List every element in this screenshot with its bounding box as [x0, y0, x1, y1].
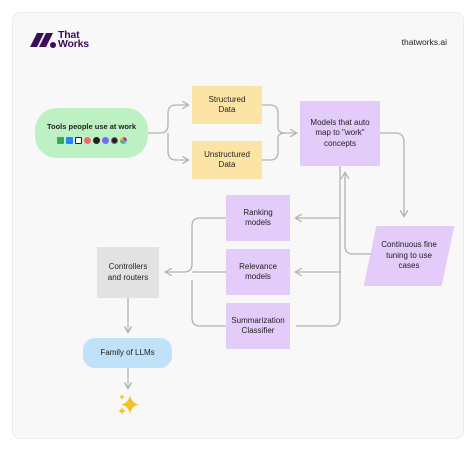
tools-label: Tools people use at work	[46, 122, 137, 132]
edge-structured-models	[262, 104, 296, 133]
salesforce-icon	[110, 136, 118, 144]
continuous-tuning-node: Continuous fine tuning to use cases	[363, 226, 455, 286]
jira-icon	[65, 136, 73, 144]
relevance-models-label: Relevance models	[239, 261, 277, 282]
llms-label: Family of LLMs	[100, 347, 155, 357]
edge-unstructured-models	[262, 132, 287, 161]
edge-ranking-controllers	[166, 217, 226, 272]
thatworks-logo-icon	[30, 33, 56, 48]
controllers-routers-label: Controllers and routers	[107, 262, 149, 282]
tool-icons	[56, 136, 127, 144]
summarization-classifier-label: Summarization Classifier	[231, 315, 285, 336]
edge-models-continuous	[380, 132, 404, 216]
brand-name-line1: That	[58, 29, 80, 41]
notion-icon	[74, 136, 82, 144]
llms-node: Family of LLMs	[83, 338, 172, 368]
unstructured-data-node: Unstructured Data	[192, 141, 262, 179]
continuous-tuning-label: Continuous fine tuning to use cases	[381, 240, 437, 271]
models-node: Models that auto map to "work" concepts	[300, 101, 380, 166]
slack-icon	[119, 136, 127, 144]
sparkles-icon	[118, 394, 139, 415]
edge-models-trunk	[296, 166, 341, 327]
summarization-classifier-node: Summarization Classifier	[226, 303, 290, 349]
controllers-routers-node: Controllers and routers	[97, 247, 159, 298]
ranking-models-label: Ranking models	[243, 207, 273, 228]
unstructured-data-label: Unstructured Data	[204, 149, 250, 170]
clickup-icon	[101, 136, 109, 144]
brand-name-line2: Works	[58, 38, 89, 50]
ranking-models-node: Ranking models	[226, 195, 290, 241]
google-drive-icon	[56, 136, 64, 144]
models-label: Models that auto map to "work" concepts	[310, 117, 370, 148]
tools-node: Tools people use at work	[35, 108, 148, 158]
asana-icon	[83, 136, 91, 144]
edge-continuous-models	[345, 173, 380, 255]
edge-tools-structured	[148, 105, 188, 134]
brand-domain: thatworks.ai	[401, 37, 447, 47]
relevance-models-node: Relevance models	[226, 249, 290, 295]
structured-data-label: Structured Data	[208, 94, 246, 115]
edge-summarization-controllers	[191, 280, 226, 327]
brand-wordmark: That Works	[58, 29, 89, 50]
structured-data-node: Structured Data	[192, 86, 262, 124]
edge-tools-unstructured	[167, 133, 188, 160]
github-icon	[92, 136, 100, 144]
